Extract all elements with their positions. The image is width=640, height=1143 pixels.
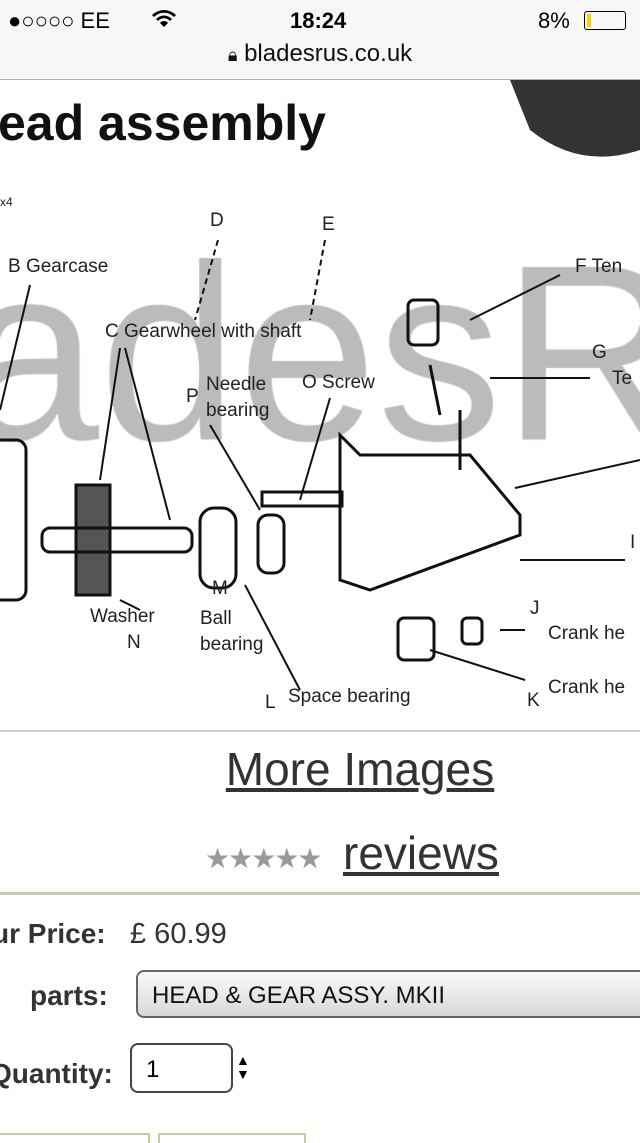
carrier: ●○○○○ EE bbox=[8, 8, 110, 33]
action-button[interactable] bbox=[158, 1133, 306, 1143]
quantity-stepper-icon[interactable]: ▲▼ bbox=[236, 1052, 250, 1082]
url-bar[interactable]: 🔒︎ bladesrus.co.uk bbox=[0, 40, 640, 68]
product-image[interactable]: ead assembly x4 B Gearcase C Gearwheel w… bbox=[0, 80, 640, 730]
label-needle-bearing: Needle bearing bbox=[206, 374, 270, 421]
exploded-diagram-drawing bbox=[0, 80, 640, 691]
diagram-title: ead assembly bbox=[0, 95, 326, 151]
status-bar: ●○○○○ EE 18:24 8% 🔒︎ bladesrus.co.uk bbox=[0, 0, 640, 80]
watermark-image bbox=[0, 80, 640, 730]
label-screw: O Screw bbox=[302, 372, 375, 393]
label-i: I bbox=[630, 532, 636, 553]
battery-percent: 8% bbox=[538, 8, 570, 33]
label-gearwheel: C Gearwheel with shaft bbox=[105, 321, 302, 342]
label-l: L bbox=[265, 692, 276, 713]
label-k: K bbox=[527, 690, 540, 711]
more-images-link[interactable]: More Images bbox=[225, 743, 495, 795]
label-crank-j: Crank he bbox=[548, 623, 626, 644]
quantity-label: Quantity: bbox=[0, 1058, 113, 1089]
label-g-text: Te bbox=[612, 368, 633, 389]
label-space-bearing: Space bearing bbox=[288, 686, 411, 707]
battery-icon bbox=[584, 11, 626, 30]
clock: 18:24 bbox=[290, 8, 347, 33]
label-e: E bbox=[322, 214, 335, 235]
divider bbox=[0, 730, 640, 732]
label-n: N bbox=[127, 632, 141, 653]
label-j: J bbox=[530, 598, 540, 619]
label-ball-bearing: Ball bearing bbox=[200, 608, 264, 655]
url-text: bladesrus.co.uk bbox=[244, 40, 413, 67]
label-washer: Washer bbox=[90, 606, 155, 627]
label-g: G bbox=[592, 342, 607, 363]
quantity-input[interactable]: 1 bbox=[130, 1043, 233, 1093]
price-value: £ 60.99 bbox=[130, 918, 227, 950]
wifi-icon bbox=[150, 6, 178, 36]
label-x4: x4 bbox=[0, 195, 13, 209]
label-p: P bbox=[186, 386, 199, 407]
rating-stars: ★★★★★ bbox=[205, 843, 323, 874]
divider bbox=[0, 892, 640, 895]
lock-icon: 🔒︎ bbox=[227, 45, 238, 65]
reviews-link[interactable]: reviews bbox=[343, 827, 499, 879]
parts-select[interactable]: HEAD & GEAR ASSY. MKII bbox=[136, 970, 640, 1018]
parts-label: parts: bbox=[30, 980, 108, 1011]
label-crank-k: Crank he bbox=[548, 677, 626, 698]
label-d: D bbox=[210, 210, 224, 231]
label-gearcase: B Gearcase bbox=[8, 256, 109, 277]
action-button[interactable] bbox=[0, 1133, 150, 1143]
label-m: M bbox=[212, 578, 228, 599]
label-f: F Ten bbox=[575, 256, 623, 277]
price-label: ur Price: bbox=[0, 918, 106, 949]
